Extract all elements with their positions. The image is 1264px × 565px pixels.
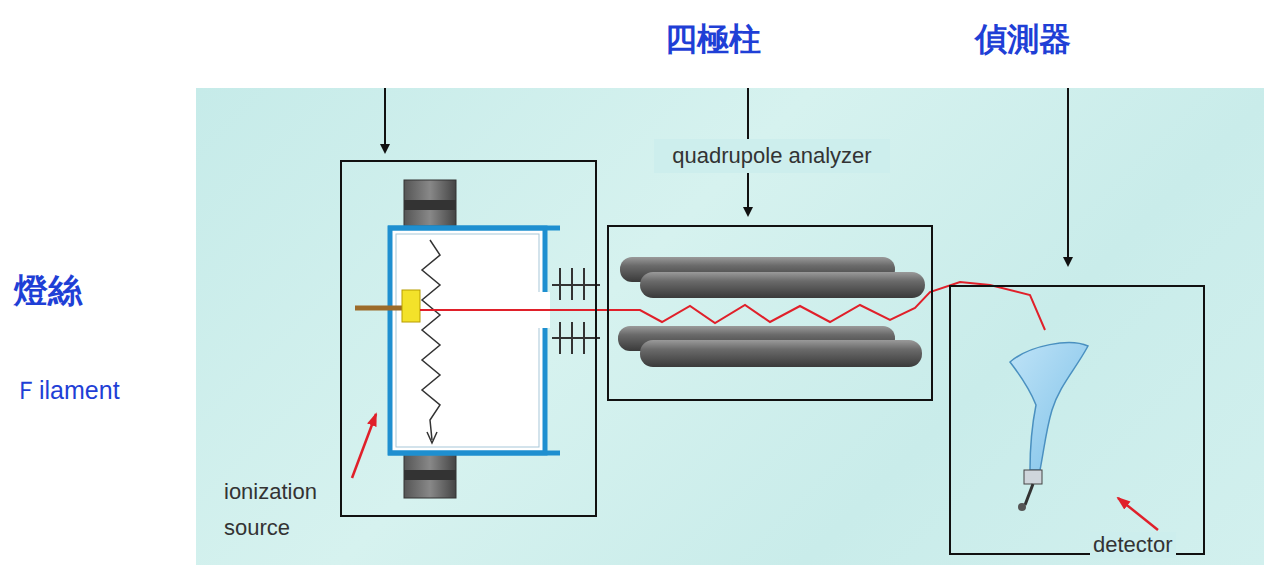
chinese-part-label: 偵測器 (975, 18, 1071, 62)
quadrupole-box: quadrupole analyzer (607, 225, 933, 401)
detector-box: detector (949, 285, 1205, 555)
part-label: quadrupole analyzer (654, 139, 890, 173)
chinese-part-label: 四極柱 (665, 18, 761, 62)
part-label: ionization source (224, 474, 338, 546)
part-label: detector (1090, 532, 1176, 558)
chinese-part-label: 燈絲 (14, 268, 82, 314)
ion-source-box: ionization source (340, 160, 597, 517)
part-label: Ｆilament (14, 374, 120, 407)
